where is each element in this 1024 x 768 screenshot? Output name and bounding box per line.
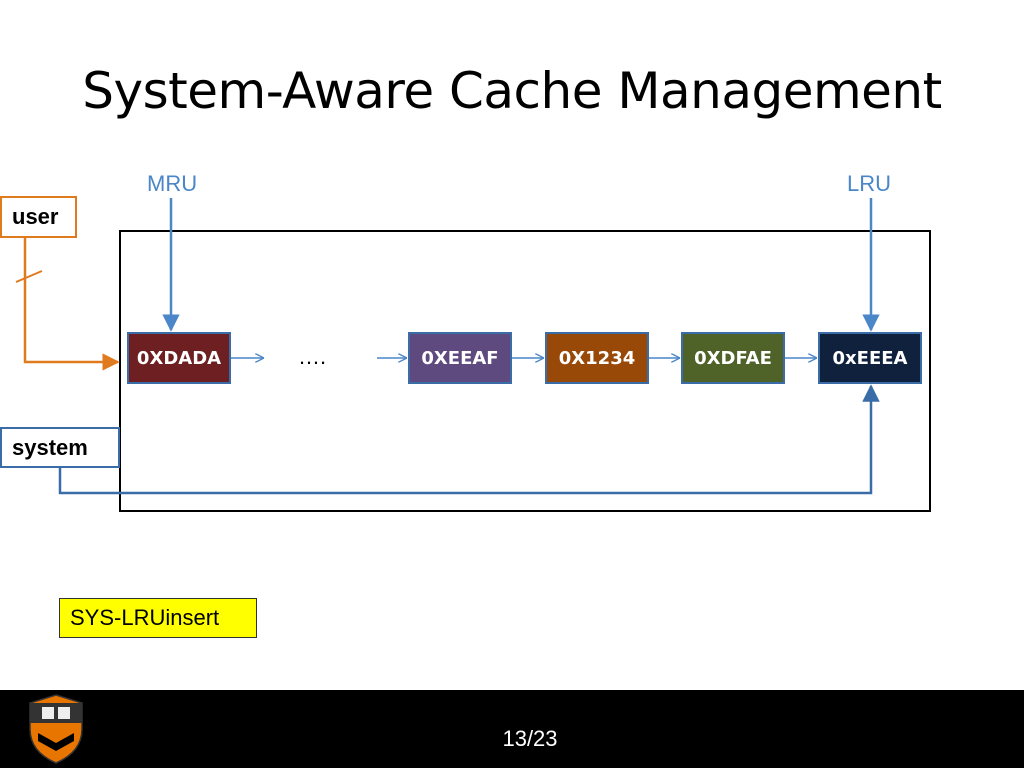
- system-insert-arrow: [58, 384, 880, 495]
- mru-label: MRU: [147, 171, 198, 196]
- slide-title: System-Aware Cache Management: [82, 62, 942, 120]
- user-box: user: [0, 196, 77, 238]
- cache-entry-2: 0X1234: [545, 332, 649, 384]
- lru-label: LRU: [847, 171, 892, 196]
- policy-tag: SYS-LRUinsert: [59, 598, 257, 638]
- cache-entry-4: 0xEEEA: [818, 332, 922, 384]
- system-box: system: [0, 427, 120, 468]
- cache-entry-1: 0XEEAF: [408, 332, 512, 384]
- university-shield-icon: [29, 694, 83, 764]
- footer-bar: 13/23: [0, 690, 1024, 768]
- cache-entry-0: 0XDADA: [127, 332, 231, 384]
- cache-gap-ellipsis: ….: [298, 344, 327, 369]
- user-insert-arrow: [23, 238, 120, 371]
- cache-frame: [119, 230, 931, 512]
- user-path-tick: [15, 270, 43, 283]
- cache-entry-3: 0XDFAE: [681, 332, 785, 384]
- page-number: 13/23: [502, 726, 558, 751]
- diagram-arrows: [15, 198, 880, 495]
